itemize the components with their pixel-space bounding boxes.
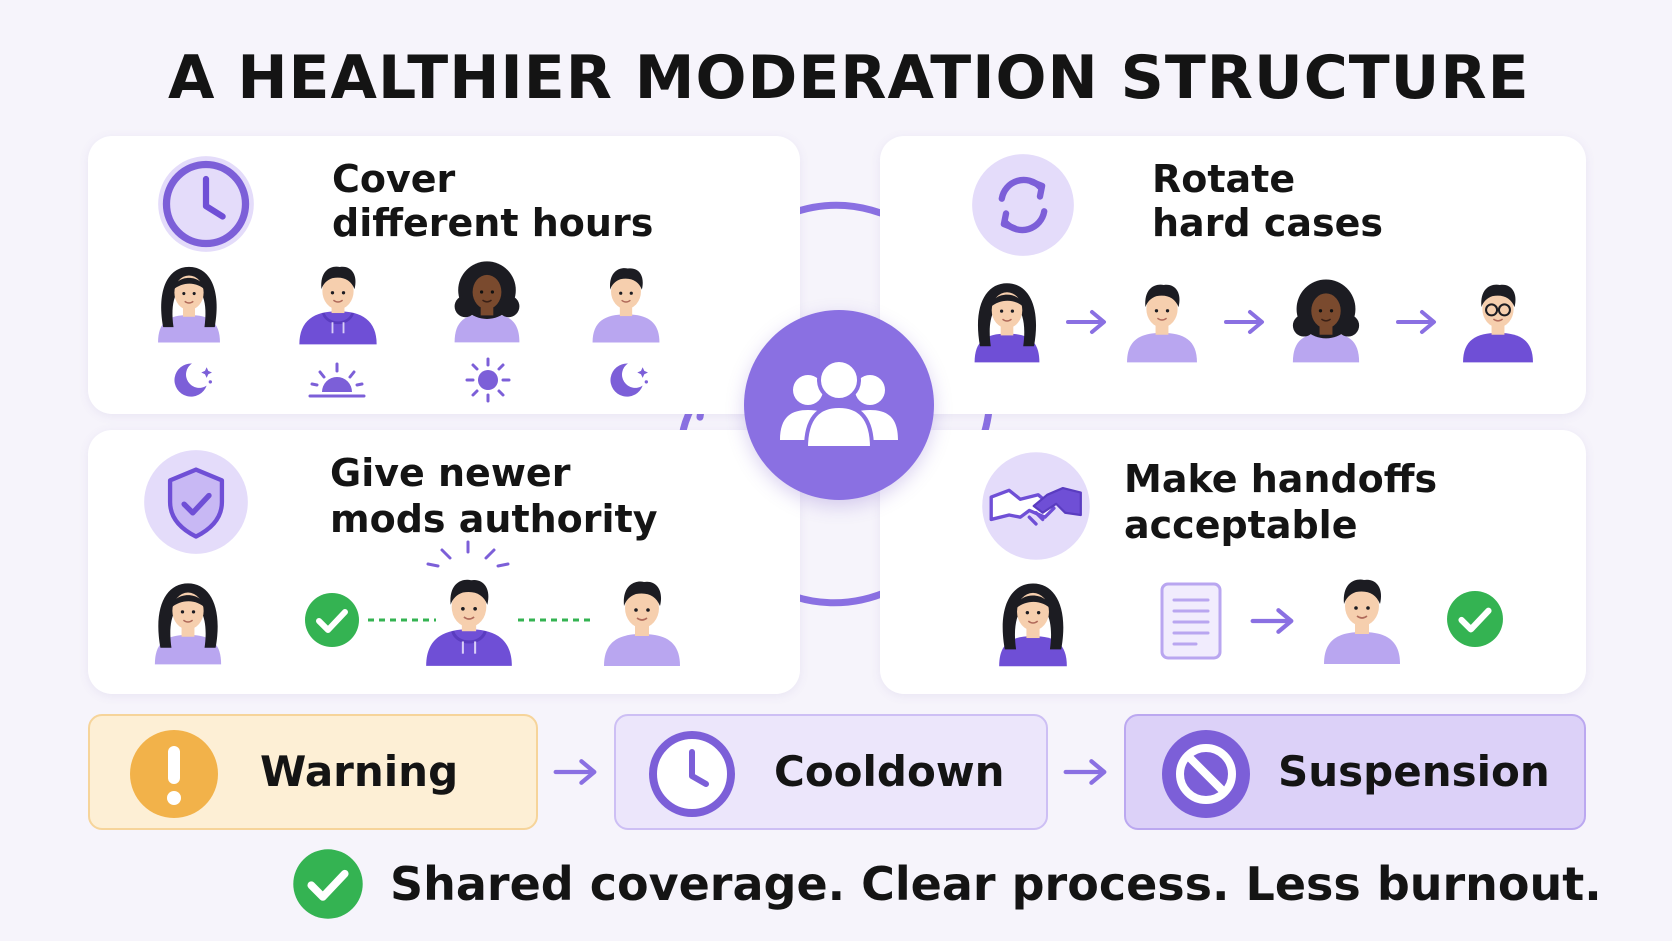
- card-title-line2: mods authority: [330, 497, 658, 541]
- rotate-icon: [972, 154, 1074, 256]
- card-handoffs: Make handoffs acceptable: [880, 430, 1586, 694]
- moderator-avatar: [157, 266, 221, 344]
- moderator-avatar: [154, 582, 222, 666]
- step-label: Cooldown: [774, 747, 1005, 796]
- card-title-line1: Make handoffs: [1124, 457, 1438, 501]
- check-icon: [292, 848, 364, 920]
- moderator-avatar: [591, 267, 661, 344]
- step-suspension: Suspension: [1124, 714, 1586, 830]
- prohibited-icon: [1162, 730, 1250, 818]
- moderator-avatar: [603, 580, 681, 667]
- card-cover-hours: Cover different hours: [88, 136, 800, 414]
- moon-icon: [610, 363, 648, 397]
- arrow-right-icon: [1066, 310, 1106, 334]
- check-icon: [1446, 590, 1504, 648]
- handshake-icon: [982, 452, 1090, 560]
- card-title-line2: different hours: [332, 201, 654, 245]
- page-title: A HEALTHIER MODERATION STRUCTURE: [168, 43, 1530, 113]
- moderator-avatar: [998, 582, 1068, 667]
- sun-icon: [465, 357, 511, 403]
- arrow-right-icon: [1060, 757, 1110, 787]
- moderator-avatar: [1462, 283, 1534, 364]
- card-title-line2: hard cases: [1152, 201, 1384, 245]
- community-hub: [744, 310, 934, 500]
- moderator-avatar: [973, 282, 1041, 364]
- exclamation-icon: [130, 730, 218, 818]
- card-rotate-cases: Rotate hard cases: [880, 136, 1586, 414]
- step-label: Warning: [260, 747, 459, 796]
- step-cooldown: Cooldown: [614, 714, 1048, 830]
- moderator-avatar: [1323, 578, 1401, 665]
- arrow-right-icon: [1242, 606, 1302, 636]
- step-label: Suspension: [1278, 747, 1550, 796]
- arrow-right-icon: [550, 757, 600, 787]
- document-icon: [1160, 582, 1222, 660]
- card-newer-mods: Give newer mods authority: [88, 430, 800, 694]
- dashed-connector: [368, 618, 436, 622]
- spark-lines: [426, 540, 510, 568]
- arrow-right-icon: [1396, 310, 1436, 334]
- moderator-avatar: [424, 578, 514, 668]
- step-warning: Warning: [88, 714, 538, 830]
- card-title-line2: acceptable: [1124, 503, 1358, 547]
- group-icon: [780, 358, 898, 450]
- card-title-line1: Rotate: [1152, 157, 1296, 201]
- clock-icon: [158, 156, 254, 252]
- moderator-avatar: [297, 265, 379, 346]
- dashed-connector: [518, 618, 590, 622]
- moon-icon: [174, 363, 212, 397]
- arrow-right-icon: [1224, 310, 1264, 334]
- moderator-avatar: [1292, 278, 1360, 364]
- tagline: Shared coverage. Clear process. Less bur…: [390, 857, 1602, 911]
- clock-icon: [649, 731, 735, 817]
- card-title-line1: Give newer: [330, 451, 571, 495]
- moderator-avatar: [1126, 283, 1198, 364]
- sunrise-icon: [308, 362, 366, 398]
- moderator-avatar: [453, 260, 521, 344]
- check-icon: [304, 592, 360, 648]
- card-title-line1: Cover: [332, 157, 456, 201]
- shield-check-icon: [144, 450, 248, 554]
